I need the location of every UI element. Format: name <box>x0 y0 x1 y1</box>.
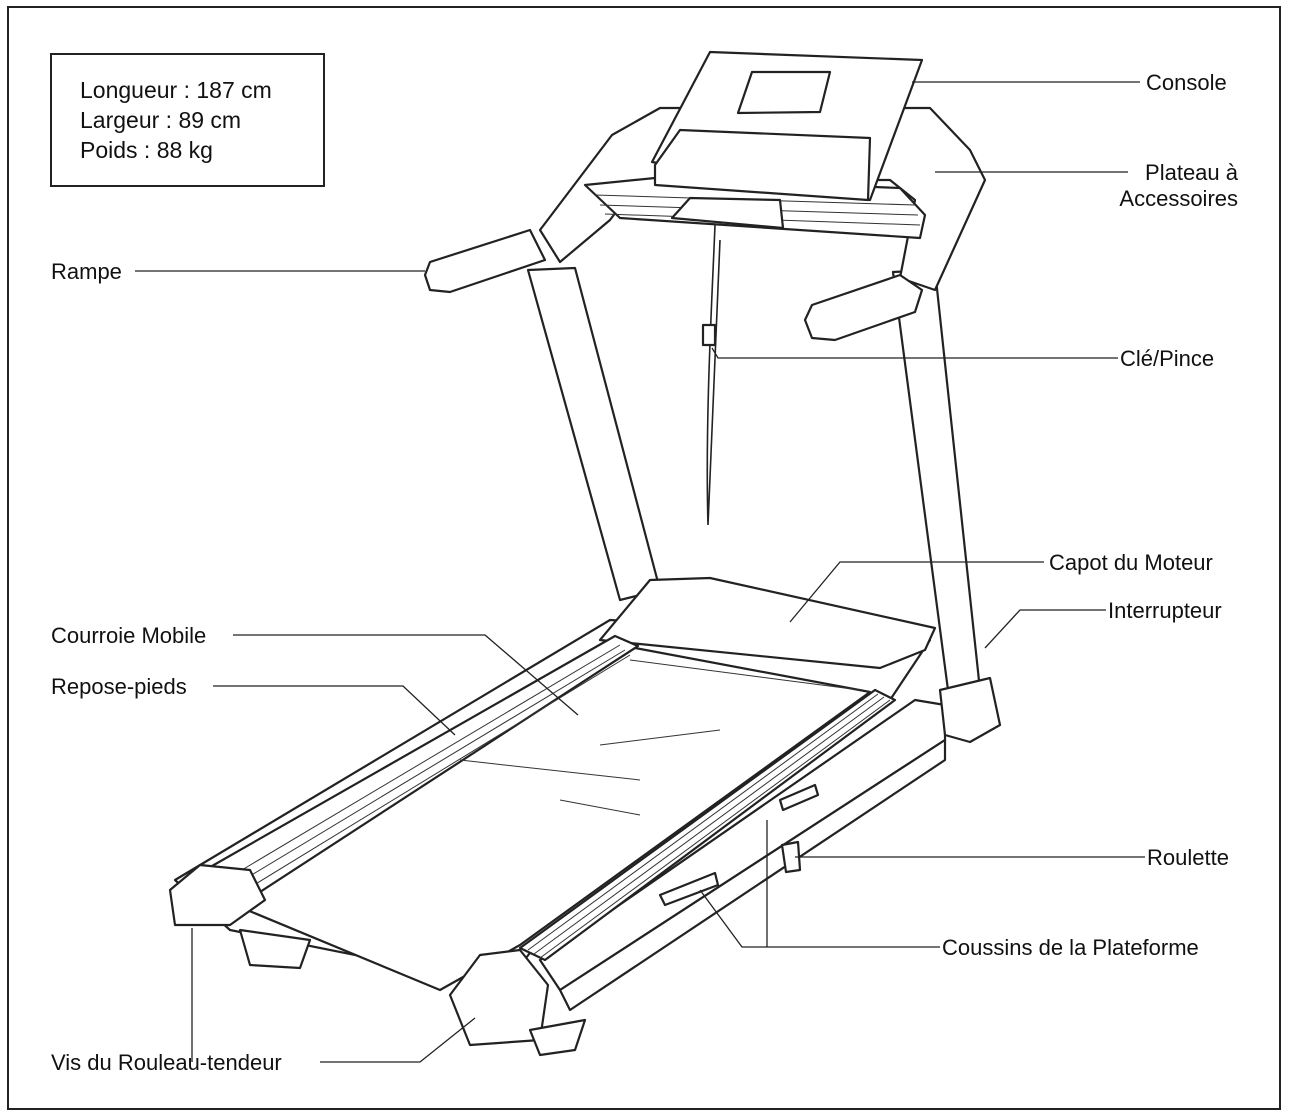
wheel <box>780 840 802 874</box>
label-idler-roller-screw: Vis du Rouleau-tendeur <box>51 1050 282 1075</box>
console-base <box>653 128 872 202</box>
label-platform-cushions: Coussins de la Plateforme <box>942 935 1199 960</box>
right-handrail <box>803 273 924 342</box>
label-tray-line2: Accessoires <box>1119 186 1238 211</box>
foot-rail-hatching <box>224 644 891 959</box>
left-end-cap <box>168 863 267 927</box>
spec-width: Largeur : 89 cm <box>80 107 242 133</box>
platform-cushion-2 <box>778 783 820 812</box>
platform-cushion-1 <box>658 871 720 907</box>
label-console: Console <box>1146 70 1227 95</box>
leader-walking-belt <box>233 634 579 716</box>
spec-length: Longueur : 187 cm <box>80 77 272 103</box>
leader-foot-rail <box>213 685 456 736</box>
label-motor-hood: Capot du Moteur <box>1049 550 1213 575</box>
key-clip <box>701 323 717 347</box>
motor-hood <box>598 576 937 670</box>
label-wheel: Roulette <box>1147 845 1229 870</box>
leader-key-clip <box>711 347 1118 359</box>
key-cord <box>706 224 721 526</box>
leader-motor-hood <box>789 561 1044 623</box>
leader-power-switch <box>984 609 1106 649</box>
spec-weight: Poids : 88 kg <box>80 137 213 163</box>
label-walking-belt: Courroie Mobile <box>51 623 207 648</box>
label-power-switch: Interrupteur <box>1108 598 1222 623</box>
belt-lines <box>459 659 861 816</box>
label-tray-line1: Plateau à <box>1145 160 1238 185</box>
specifications-box: Longueur : 187 cm Largeur : 89 cm Poids … <box>50 53 325 187</box>
left-upright <box>526 266 662 602</box>
label-foot-rail: Repose-pieds <box>51 674 187 699</box>
right-foot <box>528 1018 587 1057</box>
leader-cushions <box>699 889 940 948</box>
console-screen <box>736 70 832 115</box>
label-key-clip: Clé/Pince <box>1120 346 1215 371</box>
right-end-cap <box>448 948 550 1047</box>
leader-lines <box>135 81 1145 1063</box>
left-handrail <box>423 228 547 294</box>
diagram-frame <box>7 6 1281 1110</box>
deck-base-right <box>558 738 947 1012</box>
left-foot <box>238 928 312 970</box>
leader-idler-right <box>320 1017 476 1063</box>
key-post <box>670 196 785 230</box>
upright-base-cover <box>938 676 1002 744</box>
label-handrail: Rampe <box>51 259 122 284</box>
